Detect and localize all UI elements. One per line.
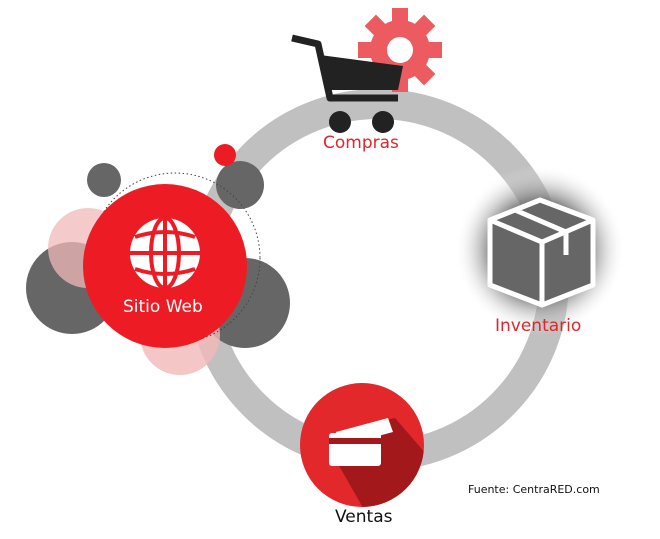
credit-card-icon xyxy=(329,418,393,466)
inventario-label: Inventario xyxy=(495,316,582,336)
sitio-web-label: Sitio Web xyxy=(123,297,203,317)
shopping-cart-icon xyxy=(291,34,403,133)
ventas-label: Ventas xyxy=(335,507,393,527)
box-icon xyxy=(455,165,625,335)
globe-icon xyxy=(130,216,200,290)
source-caption: Fuente: CentraRED.com xyxy=(468,483,600,496)
compras-label: Compras xyxy=(323,133,399,153)
